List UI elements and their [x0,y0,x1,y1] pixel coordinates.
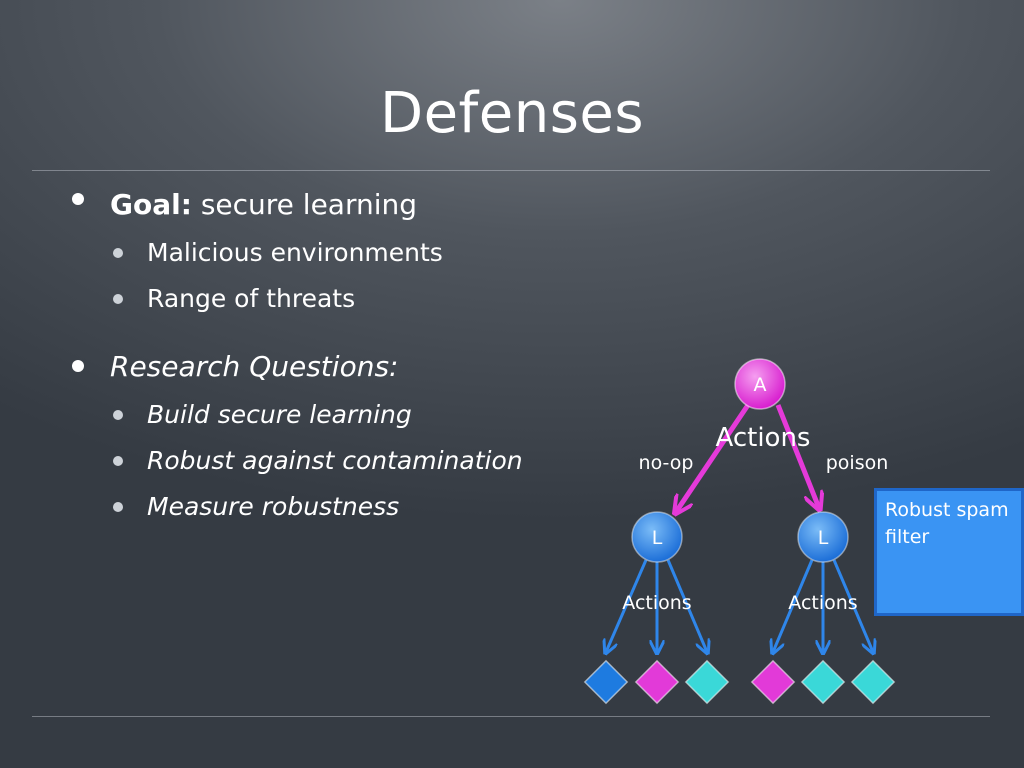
bullet-research-label: Research Questions: [110,350,399,383]
bullet-list: Goal: secure learning Malicious environm… [0,0,600,560]
bullet-dot [72,360,84,372]
learner-node-left [631,511,683,563]
leaf-outcome-diamond [850,659,896,705]
leaf-row [583,659,896,705]
sub-bullet-item: Measure robustness [147,492,400,521]
attacker-node [734,358,786,410]
edge-poison [775,404,819,508]
leaf-outcome-diamond [800,659,846,705]
bullet-goal-label: Goal: [110,188,192,221]
sub-bullet-item: Malicious environments [147,238,443,267]
attacker-node-label: A [754,374,767,396]
edge-noop-label: no-op [639,452,694,474]
edge-left-a [606,559,648,652]
leaf-outcome-diamond [750,659,796,705]
bullet-goal: Goal: secure learning [110,187,417,223]
edge-poison-label: poison [826,452,889,474]
sub-bullet-item: Build secure learning [147,400,412,429]
edge-right-c [832,559,873,652]
robust-spam-filter-callout: Robust spam filter [874,488,1024,616]
sub-bullet-item: Robust against contamination [147,446,523,475]
bullet-goal-text: secure learning [191,188,418,221]
title-divider [32,170,990,171]
sub-bullet-item: Range of threats [147,284,356,313]
slide-title: Defenses [379,81,645,146]
bullet-dot [72,193,84,205]
sub-bullet-dot [113,410,123,420]
footer-divider [32,716,990,717]
edge-noop [676,403,751,512]
learner-node-right-label: L [818,527,829,549]
leaf-outcome-diamond [684,659,730,705]
sub-bullet-dot [113,502,123,512]
right-actions-label: Actions [788,592,857,614]
leaf-outcome-diamond [583,659,629,705]
leaf-outcome-diamond [634,659,680,705]
learner-node-right [797,511,849,563]
learner-node-left-label: L [652,527,663,549]
sub-bullet-dot [113,248,123,258]
left-actions-label: Actions [622,592,691,614]
sub-bullet-dot [113,294,123,304]
edge-left-c [666,559,707,652]
edge-right-a [773,559,814,652]
sub-bullet-dot [113,456,123,466]
root-actions-label: Actions [716,423,811,453]
